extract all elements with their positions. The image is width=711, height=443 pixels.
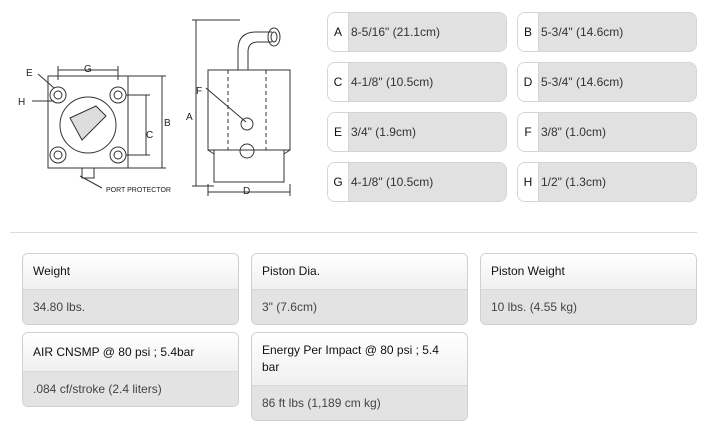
dimension-letter: C	[328, 63, 348, 101]
label-a: A	[186, 112, 193, 123]
label-f: F	[196, 86, 202, 97]
spec-air-consumption: AIR CNSMP @ 80 psi ; 5.4bar .084 cf/stro…	[22, 332, 239, 407]
dimension-letter: D	[518, 63, 538, 101]
dimension-value: 1/2" (1.3cm)	[538, 163, 696, 201]
label-e: E	[26, 68, 33, 79]
spec-label: Weight	[23, 254, 238, 289]
dimension-value: 5-3/4" (14.6cm)	[538, 63, 696, 101]
label-c: C	[146, 130, 153, 141]
dimension-d: D 5-3/4" (14.6cm)	[517, 62, 697, 102]
label-h: H	[18, 97, 25, 108]
spec-piston-weight: Piston Weight 10 lbs. (4.55 kg)	[480, 253, 697, 325]
spec-label: Energy Per Impact @ 80 psi ; 5.4 bar	[252, 333, 467, 385]
dimension-letter: A	[328, 13, 348, 51]
spec-weight: Weight 34.80 lbs.	[22, 253, 239, 325]
dimension-letter: G	[328, 163, 348, 201]
label-d: D	[243, 186, 250, 197]
dimension-letter: E	[328, 113, 348, 151]
dimension-c: C 4-1/8" (10.5cm)	[327, 62, 507, 102]
dimension-letter: B	[518, 13, 538, 51]
spec-label: AIR CNSMP @ 80 psi ; 5.4bar	[23, 333, 238, 371]
label-port-protector: PORT PROTECTOR	[106, 187, 171, 194]
dimension-value: 4-1/8" (10.5cm)	[348, 63, 506, 101]
spec-value: 10 lbs. (4.55 kg)	[481, 289, 696, 324]
dimension-value: 3/8" (1.0cm)	[538, 113, 696, 151]
spec-value: 34.80 lbs.	[23, 289, 238, 324]
dimension-letter: F	[518, 113, 538, 151]
dimension-h: H 1/2" (1.3cm)	[517, 162, 697, 202]
dimension-value: 3/4" (1.9cm)	[348, 113, 506, 151]
label-g: G	[84, 64, 92, 75]
dimension-value: 8-5/16" (21.1cm)	[348, 13, 506, 51]
dimension-b: B 5-3/4" (14.6cm)	[517, 12, 697, 52]
spec-energy-per-impact: Energy Per Impact @ 80 psi ; 5.4 bar 86 …	[251, 332, 468, 421]
dimension-g: G 4-1/8" (10.5cm)	[327, 162, 507, 202]
spec-piston-dia: Piston Dia. 3" (7.6cm)	[251, 253, 468, 325]
spec-value: 3" (7.6cm)	[252, 289, 467, 324]
spec-label: Piston Dia.	[252, 254, 467, 289]
dimension-value: 4-1/8" (10.5cm)	[348, 163, 506, 201]
dimension-letter: H	[518, 163, 538, 201]
dimension-e: E 3/4" (1.9cm)	[327, 112, 507, 152]
dimension-a: A 8-5/16" (21.1cm)	[327, 12, 507, 52]
dimension-f: F 3/8" (1.0cm)	[517, 112, 697, 152]
section-divider	[10, 232, 697, 233]
spec-value: 86 ft lbs (1,189 cm kg)	[252, 385, 467, 420]
spec-value: .084 cf/stroke (2.4 liters)	[23, 371, 238, 406]
label-b: B	[164, 118, 171, 129]
technical-diagram: E H G B C A F D PORT PROTECTOR	[18, 19, 291, 197]
spec-label: Piston Weight	[481, 254, 696, 289]
dimension-value: 5-3/4" (14.6cm)	[538, 13, 696, 51]
